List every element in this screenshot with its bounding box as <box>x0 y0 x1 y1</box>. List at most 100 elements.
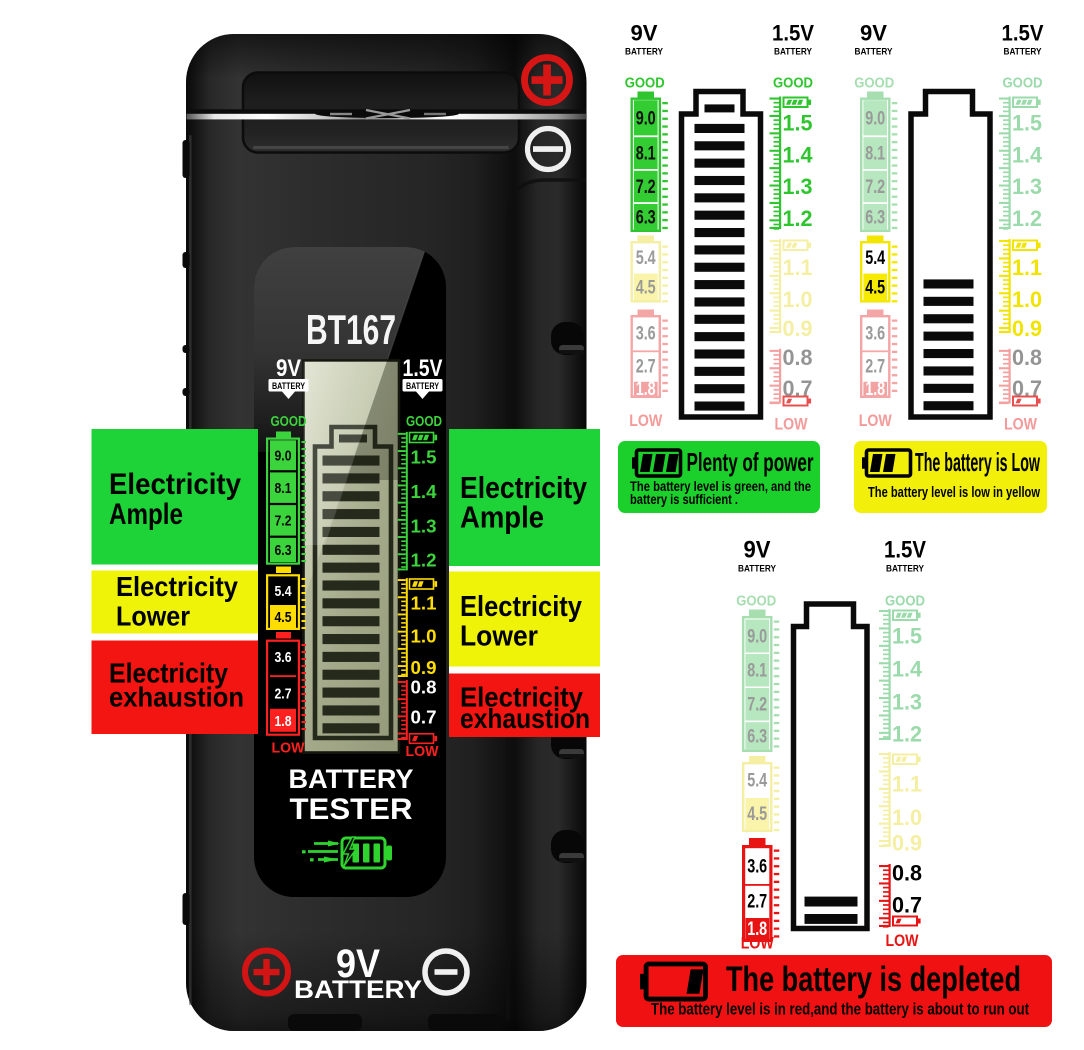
svg-text:7.2: 7.2 <box>275 512 292 529</box>
svg-text:1.8: 1.8 <box>865 379 885 400</box>
svg-text:BATTERY: BATTERY <box>272 381 305 391</box>
svg-text:1.4: 1.4 <box>892 657 923 682</box>
svg-text:7.2: 7.2 <box>636 177 656 198</box>
svg-text:The battery level is low in ye: The battery level is low in yellow <box>868 485 1041 501</box>
svg-text:9.0: 9.0 <box>865 108 885 129</box>
svg-text:Plenty of power: Plenty of power <box>687 447 814 477</box>
svg-text:Electricity: Electricity <box>109 658 229 689</box>
svg-text:0.8: 0.8 <box>1012 345 1042 370</box>
svg-text:BATTERY: BATTERY <box>625 46 664 57</box>
svg-text:1.8: 1.8 <box>636 379 656 400</box>
svg-text:3.6: 3.6 <box>275 649 292 666</box>
svg-text:2.7: 2.7 <box>747 892 767 913</box>
svg-text:1.3: 1.3 <box>783 174 813 199</box>
svg-text:1.5V: 1.5V <box>403 355 443 382</box>
svg-text:8.1: 8.1 <box>747 661 767 682</box>
svg-text:BATTERY: BATTERY <box>294 976 422 1004</box>
svg-text:0.9: 0.9 <box>411 657 437 678</box>
svg-text:9V: 9V <box>336 942 380 986</box>
svg-text:0.8: 0.8 <box>892 861 922 886</box>
svg-text:GOOD: GOOD <box>736 594 776 610</box>
svg-text:3.6: 3.6 <box>636 323 656 344</box>
svg-text:1.0: 1.0 <box>411 625 437 646</box>
svg-text:9V: 9V <box>744 537 771 564</box>
svg-text:3.6: 3.6 <box>747 856 767 877</box>
svg-text:1.1: 1.1 <box>411 592 437 613</box>
svg-text:Ample: Ample <box>460 500 544 535</box>
svg-text:1.4: 1.4 <box>783 142 814 167</box>
svg-text:6.3: 6.3 <box>747 726 767 747</box>
svg-text:1.0: 1.0 <box>783 287 813 312</box>
svg-text:0.9: 0.9 <box>892 831 922 856</box>
svg-text:1.5: 1.5 <box>783 111 813 136</box>
svg-text:2.7: 2.7 <box>865 356 885 377</box>
svg-text:LOW: LOW <box>775 415 809 434</box>
svg-text:LOW: LOW <box>886 931 920 950</box>
svg-text:1.3: 1.3 <box>411 515 437 536</box>
svg-text:Electricity: Electricity <box>460 470 588 505</box>
svg-text:battery is sufficient .: battery is sufficient . <box>630 492 738 507</box>
svg-text:1.1: 1.1 <box>1012 255 1042 280</box>
svg-text:9V: 9V <box>276 355 301 382</box>
svg-text:BATTERY: BATTERY <box>289 764 414 794</box>
svg-text:Electricity: Electricity <box>460 682 583 713</box>
svg-text:1.8: 1.8 <box>747 919 767 940</box>
svg-text:9.0: 9.0 <box>636 108 656 129</box>
svg-text:GOOD: GOOD <box>885 594 925 610</box>
svg-text:1.0: 1.0 <box>892 805 922 830</box>
svg-text:1.1: 1.1 <box>892 772 922 797</box>
svg-text:7.2: 7.2 <box>865 177 885 198</box>
svg-text:6.3: 6.3 <box>636 207 656 228</box>
svg-text:8.1: 8.1 <box>636 144 656 165</box>
svg-text:1.5: 1.5 <box>1012 111 1042 136</box>
svg-text:BATTERY: BATTERY <box>855 46 894 57</box>
svg-text:1.5V: 1.5V <box>884 537 926 564</box>
svg-text:Electricity: Electricity <box>116 571 239 602</box>
svg-text:6.3: 6.3 <box>865 207 885 228</box>
svg-text:9V: 9V <box>860 21 887 46</box>
svg-text:The battery level is in red,an: The battery level is in red,and the batt… <box>651 1001 1029 1019</box>
svg-text:exhaustion: exhaustion <box>109 682 244 713</box>
svg-text:4.5: 4.5 <box>636 277 656 298</box>
svg-text:BATTERY: BATTERY <box>1004 46 1043 57</box>
svg-text:GOOD: GOOD <box>1003 76 1043 92</box>
svg-text:Electricity: Electricity <box>460 591 582 623</box>
svg-text:TESTER: TESTER <box>290 793 413 826</box>
svg-text:5.4: 5.4 <box>275 583 293 600</box>
svg-text:5.4: 5.4 <box>636 248 656 269</box>
svg-text:1.2: 1.2 <box>892 722 922 747</box>
svg-text:4.5: 4.5 <box>747 804 767 825</box>
svg-text:Ample: Ample <box>109 498 183 531</box>
svg-text:GOOD: GOOD <box>854 76 894 92</box>
svg-text:5.4: 5.4 <box>747 771 767 792</box>
svg-text:LOW: LOW <box>272 740 306 757</box>
svg-text:8.1: 8.1 <box>865 144 885 165</box>
svg-text:GOOD: GOOD <box>406 414 442 430</box>
svg-text:BATTERY: BATTERY <box>886 564 925 575</box>
svg-text:9.0: 9.0 <box>275 447 292 464</box>
svg-text:BATTERY: BATTERY <box>738 564 777 575</box>
svg-text:Lower: Lower <box>116 601 190 632</box>
svg-text:Lower: Lower <box>460 621 538 653</box>
svg-text:exhaustion: exhaustion <box>460 703 590 734</box>
svg-text:1.5: 1.5 <box>892 624 922 649</box>
svg-text:2.7: 2.7 <box>636 356 656 377</box>
svg-text:1.4: 1.4 <box>411 481 438 502</box>
svg-text:Electricity: Electricity <box>109 468 241 501</box>
svg-text:5.4: 5.4 <box>865 248 885 269</box>
svg-text:GOOD: GOOD <box>271 414 307 430</box>
svg-text:0.9: 0.9 <box>1012 316 1042 341</box>
svg-text:1.2: 1.2 <box>411 549 437 570</box>
svg-text:1.2: 1.2 <box>783 206 813 231</box>
svg-text:The battery is depleted: The battery is depleted <box>726 960 1021 999</box>
svg-text:BT167: BT167 <box>306 306 396 353</box>
svg-text:GOOD: GOOD <box>625 76 665 92</box>
svg-text:1.4: 1.4 <box>1012 142 1043 167</box>
svg-text:9V: 9V <box>631 21 658 46</box>
svg-text:The battery is Low: The battery is Low <box>915 447 1040 477</box>
svg-text:8.1: 8.1 <box>275 480 292 497</box>
svg-text:0.7: 0.7 <box>892 893 922 918</box>
svg-text:1.0: 1.0 <box>1012 287 1042 312</box>
svg-text:BATTERY: BATTERY <box>774 46 813 57</box>
svg-text:0.7: 0.7 <box>411 706 437 727</box>
